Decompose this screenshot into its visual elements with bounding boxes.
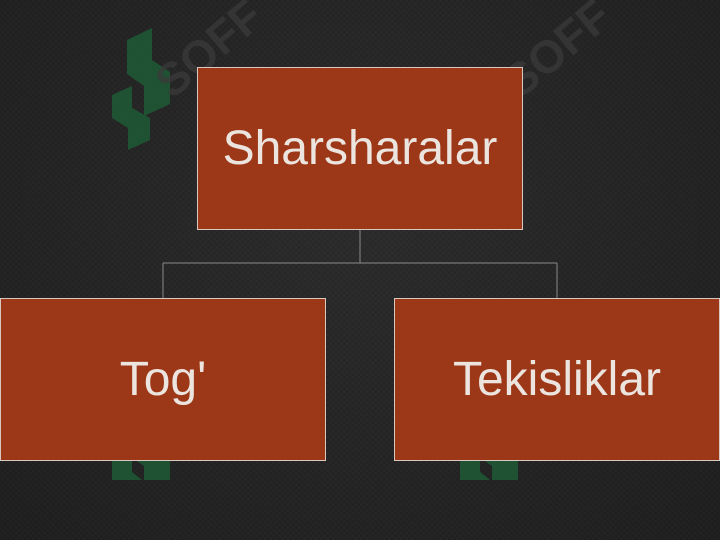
diagram-child-node-tog: Tog'	[0, 298, 326, 461]
soff-mark-icon	[112, 28, 170, 150]
child-node-label-tog: Tog'	[119, 353, 207, 406]
child-node-label-tekisliklar: Tekisliklar	[452, 353, 662, 406]
diagram-child-node-tekisliklar: Tekisliklar	[394, 298, 720, 461]
diagram-root-node: Sharsharalar	[197, 67, 523, 230]
root-node-label: Sharsharalar	[222, 122, 498, 175]
